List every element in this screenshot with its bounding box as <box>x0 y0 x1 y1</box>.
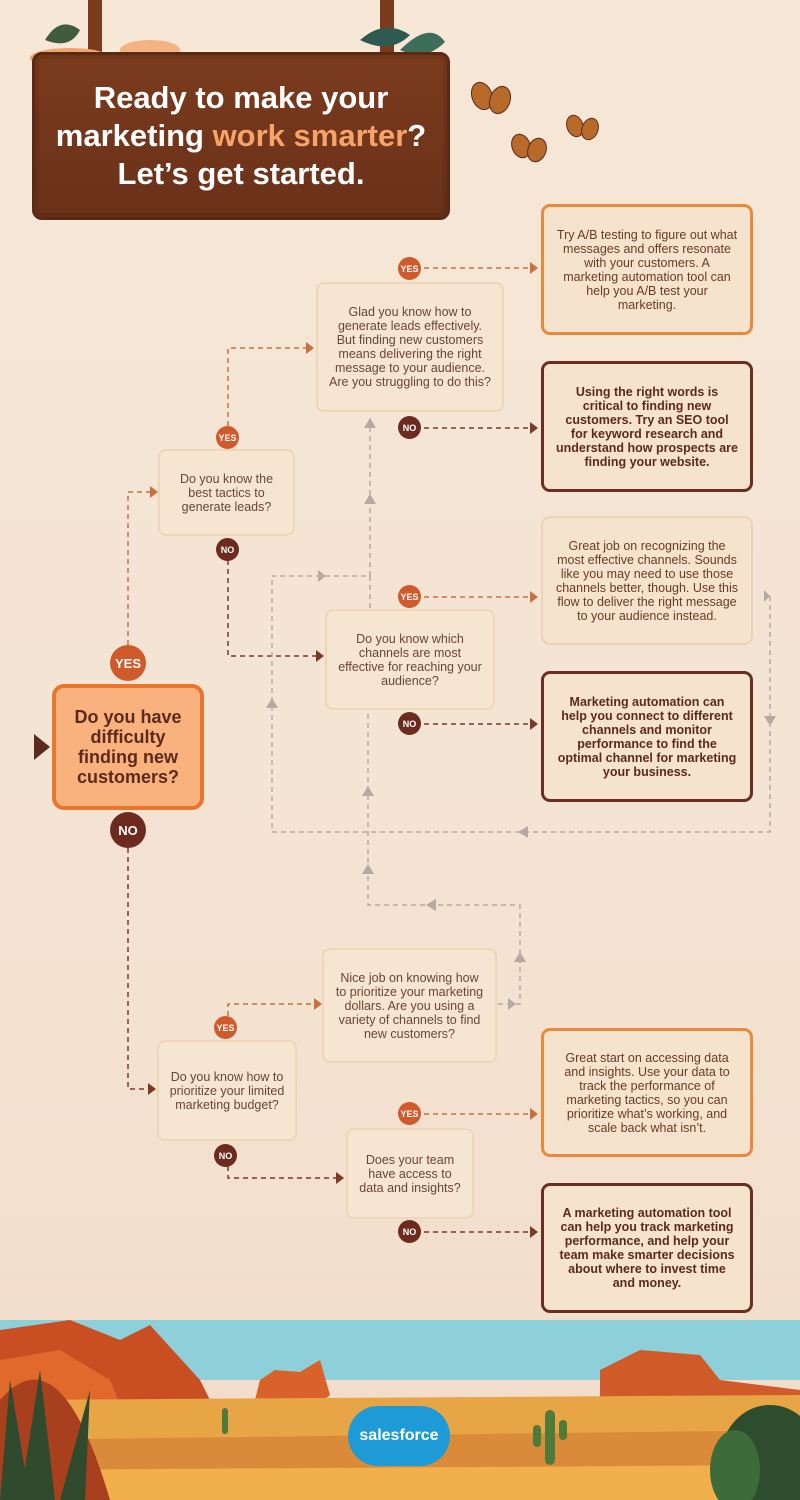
answer-ab-testing: Try A/B testing to figure out what messa… <box>541 204 753 335</box>
header-line-2-start: marketing <box>55 118 213 153</box>
butterfly-icon <box>511 133 547 163</box>
connector-loop-variety <box>367 712 521 1005</box>
answer-channels-better: Great job on recognizing the most effect… <box>541 516 753 645</box>
connector-loop-channels-to-message <box>272 575 371 608</box>
start-pointer-icon <box>34 734 50 760</box>
no-badge: NO <box>398 712 421 735</box>
question-generate-leads: Do you know the best tactics to generate… <box>158 449 295 536</box>
header-line-3: Let’s get started. <box>117 156 365 191</box>
yes-badge: YES <box>110 645 146 681</box>
yes-badge: YES <box>216 426 239 449</box>
connectors <box>127 267 771 1233</box>
connector-main-no <box>127 848 148 1090</box>
header-highlight: work smarter <box>212 118 408 153</box>
connector-budget-no <box>227 1166 336 1179</box>
no-badge: NO <box>216 538 239 561</box>
answer-automation-channels: Marketing automation can help you connec… <box>541 671 753 802</box>
desert-landscape <box>0 1320 800 1500</box>
header-line-2-end: ? <box>407 118 427 153</box>
salesforce-logo: salesforce <box>348 1406 450 1466</box>
answer-automation-track: A marketing automation tool can help you… <box>541 1183 753 1313</box>
question-data: Does your team have access to data and i… <box>346 1128 474 1219</box>
question-budget: Do you know how to prioritize your limit… <box>157 1040 297 1141</box>
answer-data-insights: Great start on accessing data and insigh… <box>541 1028 753 1157</box>
yes-badge: YES <box>398 257 421 280</box>
question-channels: Do you know which channels are most effe… <box>325 609 495 710</box>
no-badge: NO <box>398 1220 421 1243</box>
question-right-message: Glad you know how to generate leads effe… <box>316 282 504 412</box>
connector-budget-yes <box>227 1003 314 1016</box>
question-variety: Nice job on knowing how to prioritize yo… <box>322 948 497 1063</box>
yes-badge: YES <box>398 1102 421 1125</box>
header-line-2: marketing work smarter? <box>56 117 426 155</box>
connector-leads-yes <box>227 347 306 426</box>
butterfly-icon <box>566 114 599 141</box>
yes-badge: YES <box>214 1016 237 1039</box>
connector-leads-no <box>227 560 316 657</box>
header-sign: Ready to make your marketing work smarte… <box>32 52 450 220</box>
start-question: Do you have difficulty finding new custo… <box>52 684 204 810</box>
yes-badge: YES <box>398 585 421 608</box>
header-line-1: Ready to make your <box>93 80 389 115</box>
connector-main-yes <box>127 491 150 645</box>
butterfly-icon <box>470 81 512 115</box>
no-badge: NO <box>110 812 146 848</box>
no-badge: NO <box>214 1144 237 1167</box>
answer-seo: Using the right words is critical to fin… <box>541 361 753 492</box>
connector-loop-right-side <box>271 576 771 833</box>
arrowheads <box>148 262 776 1238</box>
no-badge: NO <box>398 416 421 439</box>
